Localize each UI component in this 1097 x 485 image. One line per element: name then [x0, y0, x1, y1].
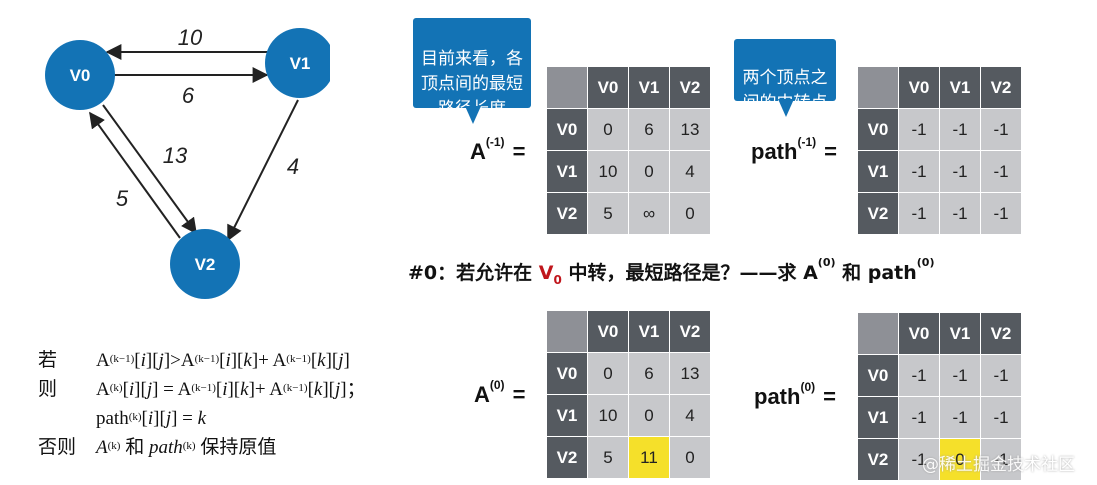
matrix-row-header: V2	[857, 192, 899, 235]
edge-v0-v2	[102, 104, 197, 235]
callout-path: 两个顶点之 间的中转点	[734, 39, 836, 117]
matrix-cell: -1	[980, 438, 1022, 481]
matrix-cell: -1	[980, 150, 1022, 193]
edge-v1-v2	[227, 99, 299, 242]
matrix-cell: 0	[587, 352, 629, 395]
matrix-cell: -1	[939, 396, 981, 439]
weight-v0-v2: 13	[163, 143, 188, 168]
matrix-cell: -1	[980, 354, 1022, 397]
matrix-col-header: V1	[628, 310, 670, 353]
node-v2-label: V2	[195, 255, 216, 274]
matrix-cell: -1	[898, 192, 940, 235]
label-a-0: A(0)=	[474, 378, 526, 407]
node-v0-label: V0	[70, 66, 91, 85]
matrix-col-header: V1	[939, 312, 981, 355]
matrix-cell: -1	[939, 150, 981, 193]
label-a-prev: A(-1)=	[470, 135, 526, 164]
rule-if: 若 A(k−1)[i][j]>A(k−1)[i][k]+ A(k−1)[k][j…	[38, 350, 350, 371]
matrix-row-header: V1	[546, 150, 588, 193]
matrix-col-header: V2	[669, 66, 711, 109]
matrix-cell: 4	[669, 150, 711, 193]
matrix-cell: 0	[628, 394, 670, 437]
label-path-0: path(0)=	[754, 380, 836, 409]
matrix-col-header: V0	[898, 66, 940, 109]
matrix-cell: -1	[898, 354, 940, 397]
callout-dist: 目前来看，各 顶点间的最短 路径长度	[413, 18, 531, 124]
matrix-cell: -1	[898, 396, 940, 439]
matrix-cell: -1	[939, 108, 981, 151]
matrix-row-header: V0	[546, 108, 588, 151]
matrix-cell: 0	[669, 436, 711, 479]
matrix-cell: 0	[628, 150, 670, 193]
matrix-corner	[857, 66, 899, 109]
matrix-cell: -1	[939, 354, 981, 397]
matrix-col-header: V0	[587, 310, 629, 353]
matrix-cell: 10	[587, 394, 629, 437]
matrix-cell: 5	[587, 436, 629, 479]
matrix-row-header: V1	[546, 394, 588, 437]
update-rule: 若 A(k−1)[i][j]>A(k−1)[i][k]+ A(k−1)[k][j…	[38, 346, 366, 462]
matrix-col-header: V1	[939, 66, 981, 109]
matrix-row-header: V0	[546, 352, 588, 395]
matrix-cell: 6	[628, 352, 670, 395]
matrix-cell: -1	[980, 192, 1022, 235]
matrix-cell: 13	[669, 352, 711, 395]
matrix-row-header: V2	[546, 436, 588, 479]
node-v0	[45, 40, 115, 110]
weight-v1-v2: 4	[287, 154, 299, 179]
edge-v2-v0	[89, 111, 181, 239]
weight-v0-v1: 6	[182, 83, 195, 108]
matrix-cell: -1	[898, 150, 940, 193]
node-v2	[170, 229, 240, 299]
rule-else: 否则 A(k) 和 path(k) 保持原值	[38, 437, 277, 458]
rule-then-path: path(k)[i][j] = k	[96, 408, 207, 429]
matrix-col-header: V2	[669, 310, 711, 353]
matrix-row-header: V2	[857, 438, 899, 481]
matrix-row-header: V1	[857, 396, 899, 439]
graph-diagram: V0 V1 V2 10 6 13 5 4	[45, 25, 330, 299]
callout-dist-text: 目前来看，各 顶点间的最短 路径长度	[421, 49, 523, 119]
matrix-cell: 11	[628, 436, 670, 479]
matrix-cell: 6	[628, 108, 670, 151]
matrix-cell: 10	[587, 150, 629, 193]
matrix-cell: 0	[587, 108, 629, 151]
matrix-cell: 0	[669, 192, 711, 235]
rule-then: 则 A(k)[i][j] = A(k−1)[i][k]+ A(k−1)[k][j…	[38, 379, 366, 400]
matrix-corner	[546, 310, 588, 353]
matrix-col-header: V0	[898, 312, 940, 355]
matrix-cell: 0	[939, 438, 981, 481]
node-v1	[265, 28, 330, 98]
matrix-cell: 13	[669, 108, 711, 151]
matrix-col-header: V2	[980, 66, 1022, 109]
matrix-cell: -1	[980, 396, 1022, 439]
watermark: @稀土掘金技术社区	[922, 455, 1075, 475]
step-caption: #0：若允许在 V0 中转，最短路径是？——求 A(0) 和 path(0)	[408, 256, 935, 287]
matrix-cell: ∞	[628, 192, 670, 235]
matrix-row-header: V2	[546, 192, 588, 235]
matrix-row-header: V0	[857, 108, 899, 151]
matrix-cell: -1	[898, 108, 940, 151]
node-v1-label: V1	[290, 54, 311, 73]
matrix-cell: -1	[980, 108, 1022, 151]
label-path-prev: path(-1)=	[751, 135, 837, 164]
matrix-corner	[857, 312, 899, 355]
matrix-col-header: V1	[628, 66, 670, 109]
matrix-row-header: V0	[857, 354, 899, 397]
matrix-corner	[546, 66, 588, 109]
matrix-cell: 4	[669, 394, 711, 437]
matrix-cell: 5	[587, 192, 629, 235]
weight-v1-v0: 10	[178, 25, 203, 50]
matrix-row-header: V1	[857, 150, 899, 193]
matrix-col-header: V2	[980, 312, 1022, 355]
weight-v2-v0: 5	[116, 186, 129, 211]
matrix-col-header: V0	[587, 66, 629, 109]
matrix-cell: -1	[898, 438, 940, 481]
matrix-cell: -1	[939, 192, 981, 235]
